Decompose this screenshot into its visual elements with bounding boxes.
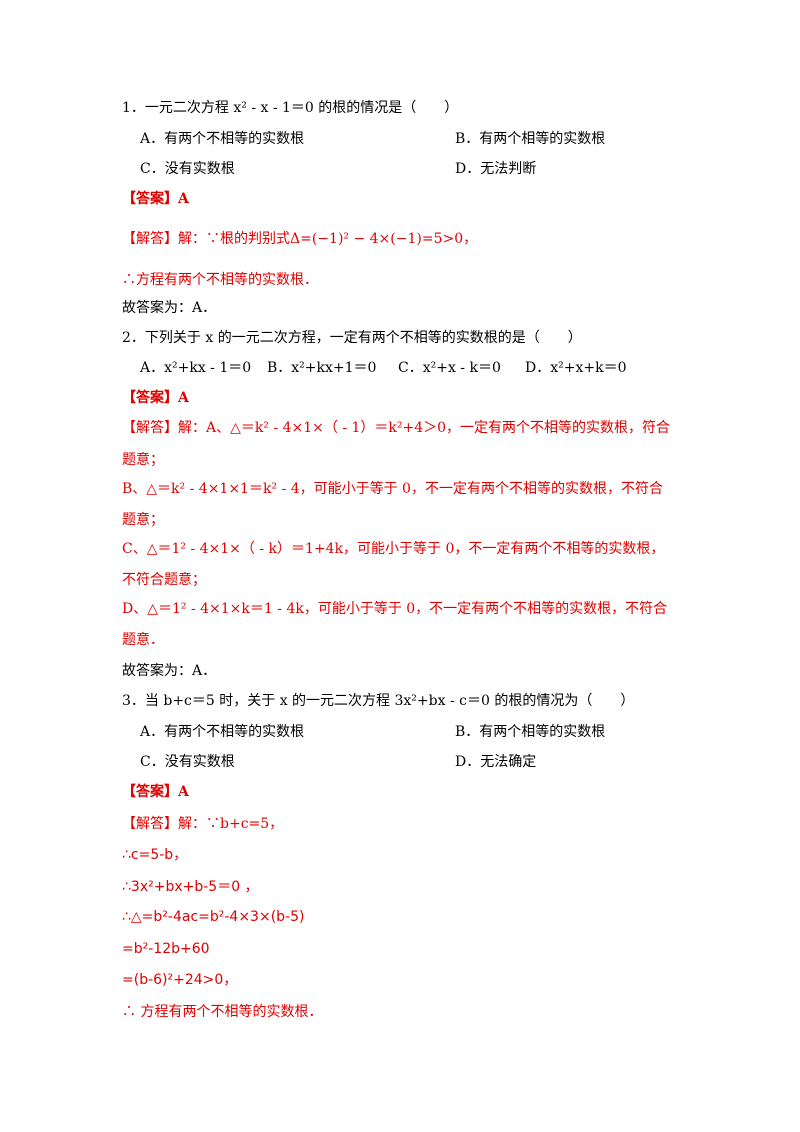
q2-solution-line: 题意； <box>122 452 164 468</box>
q2-final-answer: 故答案为：A． <box>122 663 217 679</box>
q3-solution-line: ∴△=b²-4ac=b²-4×3×(b-5) <box>122 909 305 925</box>
q1-answer: 【答案】A <box>122 191 189 207</box>
q3-solution-line: =b²-12b+60 <box>122 941 210 957</box>
q2-option-c: C．x²+x - k＝0 <box>398 360 501 376</box>
q2-solution-line: 题意； <box>122 512 164 528</box>
q1-option-b: B．有两个相等的实数根 <box>455 131 606 147</box>
q3-solution-line: ∴c=5-b， <box>122 847 188 863</box>
q1-stem: 1．一元二次方程 x² - x - 1＝0 的根的情况是（ ） <box>122 100 459 116</box>
q2-stem: 2．下列关于 x 的一元二次方程，一定有两个不相等的实数根的是（ ） <box>122 330 582 346</box>
q3-option-d: D．无法确定 <box>455 754 537 770</box>
q2-solution-line: B、△＝k² - 4×1×1＝k² - 4，可能小于等于 0，不一定有两个不相等… <box>122 481 663 497</box>
q2-solution-line: 题意． <box>122 632 164 648</box>
q3-option-b: B．有两个相等的实数根 <box>455 724 606 740</box>
q2-option-d: D．x²+x+k＝0 <box>525 360 627 376</box>
q3-solution-line: =(b-6)²+24>0， <box>122 972 238 988</box>
q3-stem: 3．当 b+c＝5 时，关于 x 的一元二次方程 3x²+bx - c＝0 的根… <box>122 693 635 709</box>
q3-solution-line: ∴ 方程有两个不相等的实数根． <box>122 1004 323 1020</box>
q3-answer: 【答案】A <box>122 784 189 800</box>
q1-solution-line: 【解答】解：∵根的判别式Δ=(−1)² − 4×(−1)=5>0， <box>122 231 478 247</box>
q2-option-b: B．x²+kx+1＝0 <box>267 360 377 376</box>
q2-solution-line: 【解答】解：A、△＝k² - 4×1×（ - 1）＝k²+4＞0，一定有两个不相… <box>122 420 671 436</box>
q2-solution-line: 不符合题意； <box>122 572 206 588</box>
q3-solution-line: ∴3x²+bx+b-5＝0 ， <box>122 879 259 895</box>
q1-final-answer: 故答案为：A． <box>122 300 217 316</box>
q1-solution-line: ∴方程有两个不相等的实数根． <box>122 272 318 288</box>
q2-answer: 【答案】A <box>122 390 189 406</box>
q3-option-c: C．没有实数根 <box>140 754 235 770</box>
q3-solution-line: 【解答】解：∵b+c=5， <box>122 816 284 832</box>
q2-option-a: A．x²+kx - 1＝0 <box>140 360 252 376</box>
q1-option-a: A．有两个不相等的实数根 <box>140 131 305 147</box>
q1-option-c: C．没有实数根 <box>140 161 235 177</box>
q1-option-d: D．无法判断 <box>455 161 537 177</box>
q2-solution-line: C、△＝1² - 4×1×（ - k）＝1+4k，可能小于等于 0，不一定有两个… <box>122 541 665 557</box>
q3-option-a: A．有两个不相等的实数根 <box>140 724 305 740</box>
q2-solution-line: D、△＝1² - 4×1×k＝1 - 4k，可能小于等于 0，不一定有两个不相等… <box>122 601 668 617</box>
